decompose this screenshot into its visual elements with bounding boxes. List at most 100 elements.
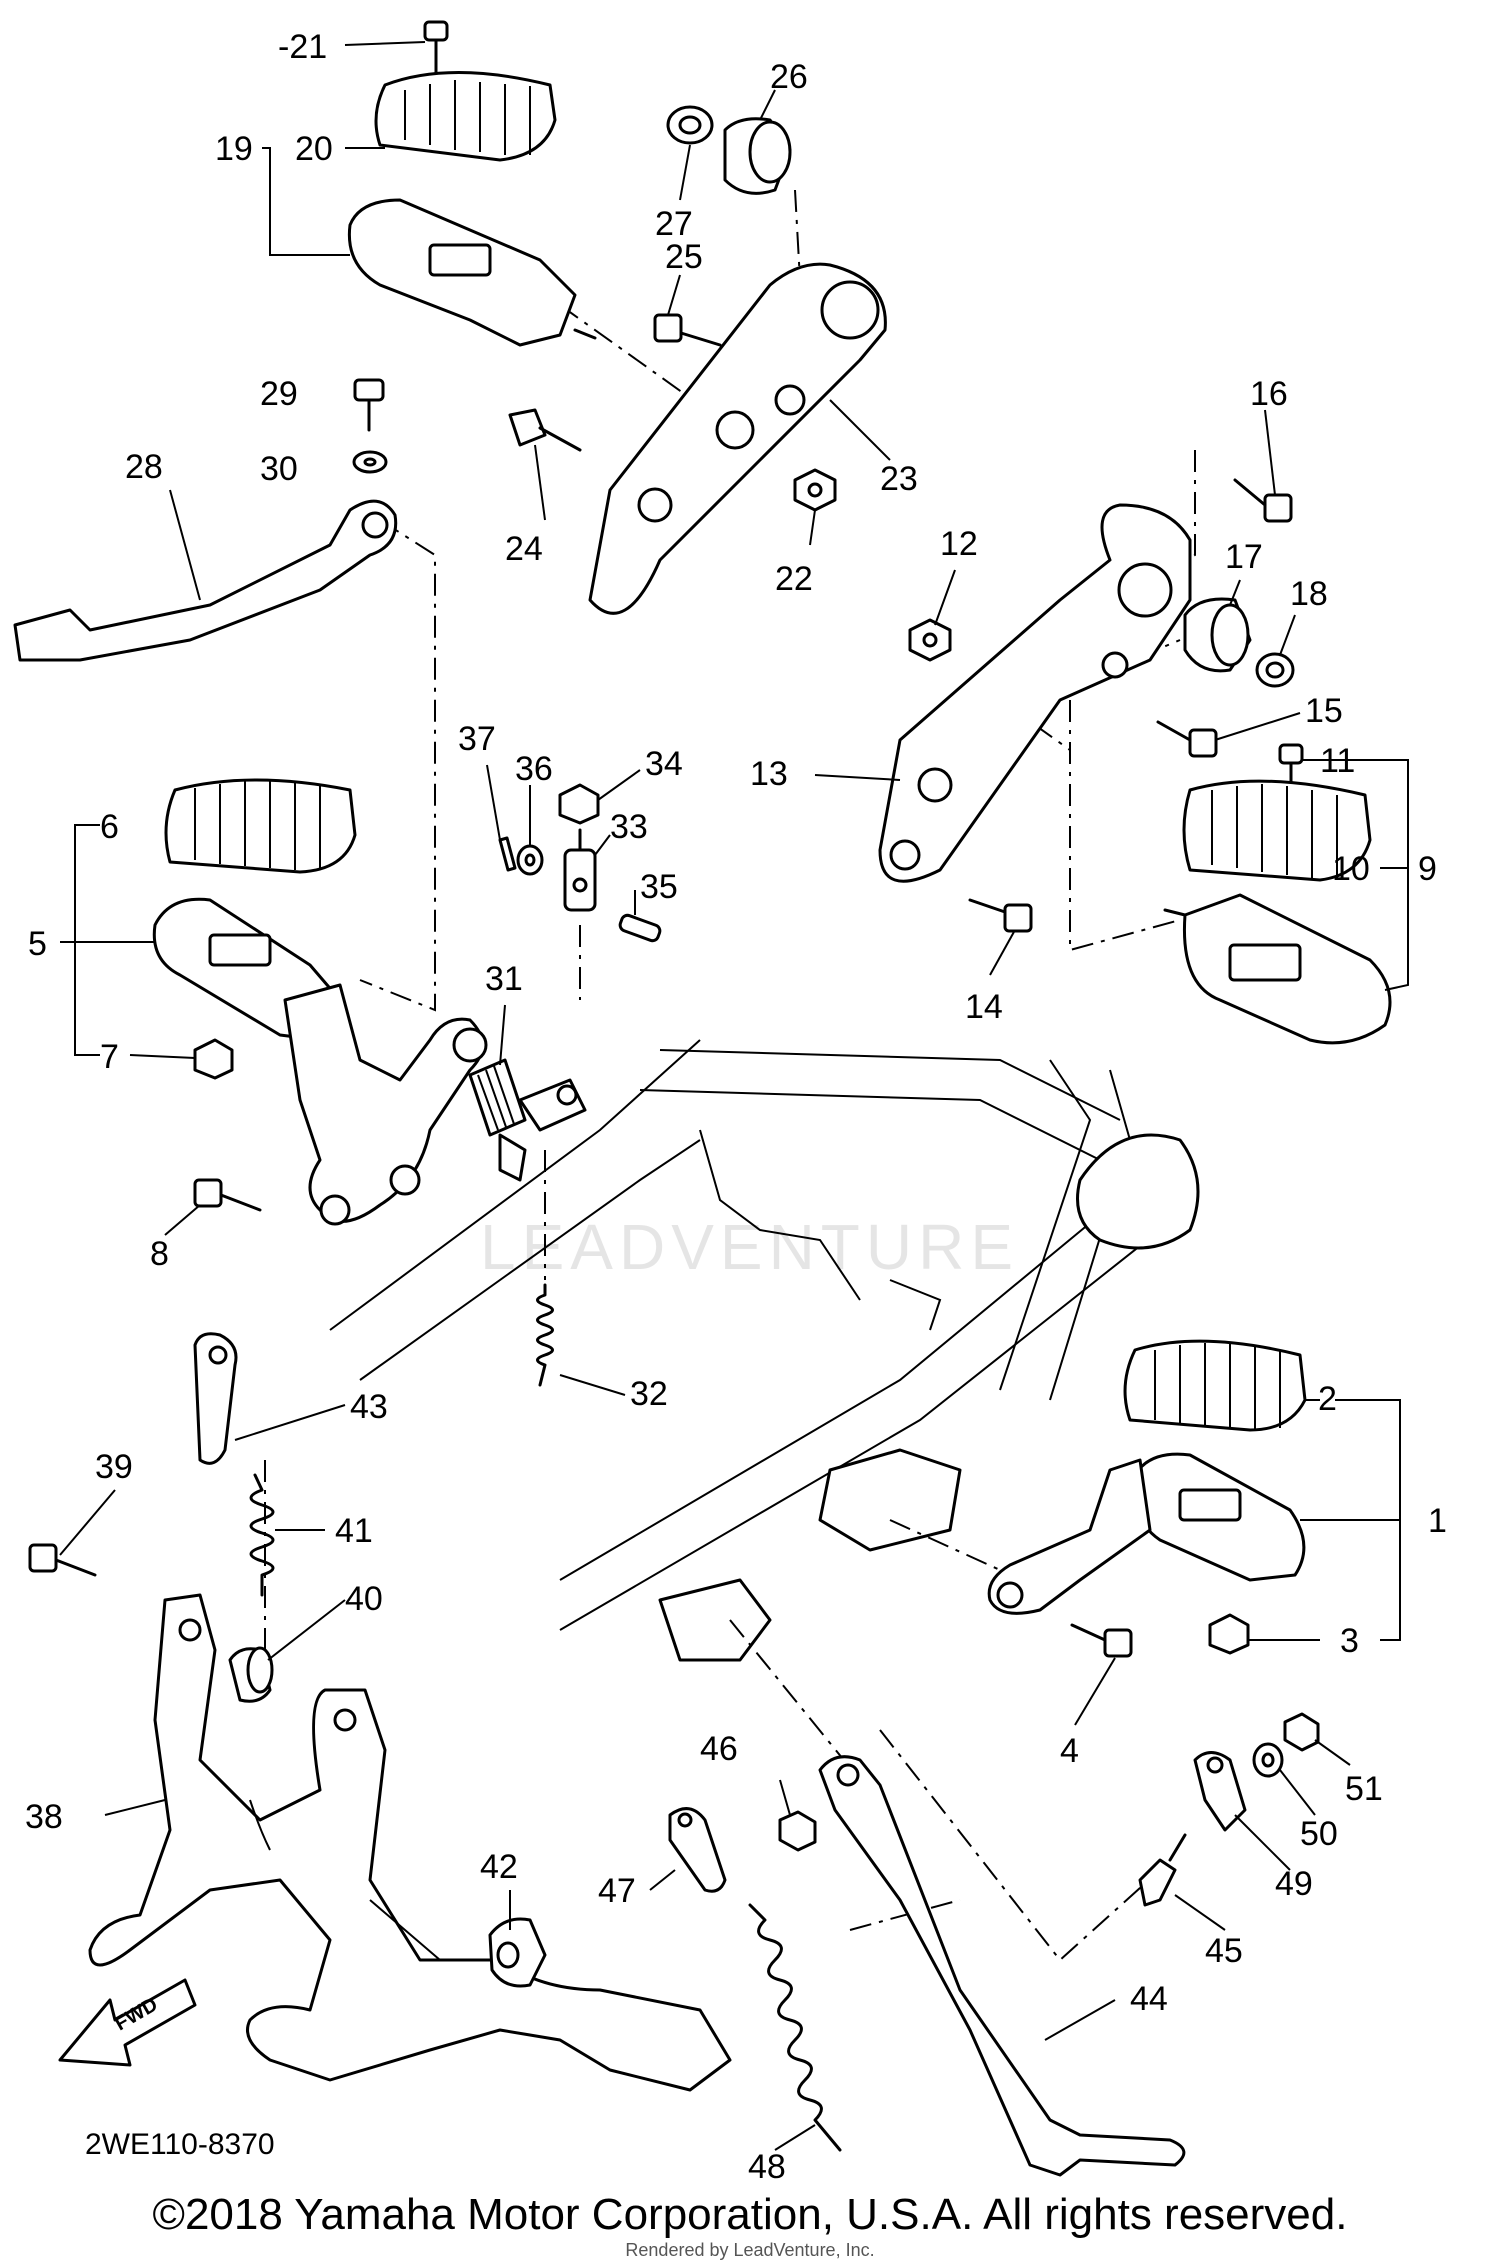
fwd-arrow-icon	[58, 1978, 197, 2067]
bushing-27	[666, 105, 714, 145]
callout-51: 51	[1345, 1770, 1383, 1808]
callout-4: 4	[1060, 1732, 1079, 1770]
callout-22: 22	[775, 560, 813, 598]
bracket-47	[668, 1807, 727, 1893]
bolt-39	[28, 1543, 97, 1577]
footrest-bracket-23	[588, 262, 887, 615]
joint-33	[563, 828, 597, 912]
callout-47: 47	[598, 1872, 636, 1910]
callout-35: 35	[640, 868, 678, 906]
callout-44: 44	[1130, 1980, 1168, 2018]
callout-45: 45	[1205, 1932, 1243, 1970]
washer-50	[1252, 1742, 1284, 1778]
bracket-49	[1193, 1751, 1247, 1832]
spring-32	[536, 1283, 554, 1387]
copyright-text: ©2018 Yamaha Motor Corporation, U.S.A. A…	[152, 2190, 1348, 2239]
rendered-by-text: Rendered by LeadVenture, Inc.	[625, 2240, 875, 2260]
nut-22	[793, 468, 837, 512]
callout-10: 10	[1332, 850, 1370, 888]
callout-30: 30	[260, 450, 298, 488]
callout-5: 5	[28, 925, 47, 963]
callout-15: 15	[1305, 692, 1343, 730]
callout-37: 37	[458, 720, 496, 758]
spring-41	[249, 1473, 275, 1597]
callout-2: 2	[1318, 1380, 1337, 1418]
callout-50: 50	[1300, 1815, 1338, 1853]
diagram-code: 2WE110-8370	[85, 2128, 275, 2161]
collar-40	[228, 1646, 274, 1703]
bushing-18	[1255, 652, 1295, 688]
bolt-25	[653, 313, 722, 347]
bolt-21	[423, 20, 449, 77]
bolt-8	[193, 1178, 262, 1212]
nut-46	[778, 1810, 817, 1852]
callout-14: 14	[965, 988, 1003, 1026]
main-stand-38	[88, 1593, 732, 2092]
side-stand-44	[818, 1755, 1186, 2177]
callout-36: 36	[515, 750, 553, 788]
callout-38: 38	[25, 1798, 63, 1836]
washer-30	[352, 450, 388, 474]
spring-48	[748, 1903, 842, 2152]
callout-18: 18	[1290, 575, 1328, 613]
callout-39: 39	[95, 1448, 133, 1486]
damper-42	[488, 1917, 547, 1988]
bolt-29	[353, 378, 385, 432]
callout-43: 43	[350, 1388, 388, 1426]
callout-48: 48	[748, 2148, 786, 2186]
callout-16: 16	[1250, 375, 1288, 413]
footrest-bracket-13	[878, 503, 1192, 883]
shift-pedal-28	[13, 499, 398, 662]
collar-17	[1183, 597, 1252, 673]
footrest-rubber-20	[374, 71, 557, 162]
callout-34: 34	[645, 745, 683, 783]
nut-7	[193, 1038, 234, 1080]
callout-6: 6	[100, 808, 119, 846]
nut-12	[908, 618, 952, 662]
switch-45	[1138, 1833, 1187, 1907]
callout-7: 7	[100, 1038, 119, 1076]
bolt-24	[508, 408, 582, 452]
pin-35	[618, 913, 662, 943]
leader-lines	[59, 41, 1409, 2151]
nut-3	[1208, 1613, 1250, 1655]
callout-labels: -21 19 20 26 27 25 29 30 28 24 22 23 16 …	[25, 28, 1447, 2186]
footrest-rubber-6	[164, 778, 357, 874]
callout-46: 46	[700, 1730, 738, 1768]
callout-12: 12	[940, 525, 978, 563]
callout-42: 42	[480, 1848, 518, 1886]
callout-26: 26	[770, 58, 808, 96]
callout-19: 19	[215, 130, 253, 168]
callout-25: 25	[665, 238, 703, 276]
callout-24: 24	[505, 530, 543, 568]
callout-9: 9	[1418, 850, 1437, 888]
nut-51	[1283, 1712, 1320, 1752]
nut-34	[558, 783, 600, 825]
callout-32: 32	[630, 1375, 668, 1413]
callout-40: 40	[345, 1580, 383, 1618]
footrest-9	[1163, 893, 1392, 1045]
washer-36	[516, 844, 544, 876]
callout-1: 1	[1428, 1502, 1447, 1540]
footrest-rubber-10	[1182, 779, 1372, 882]
bolt-16	[1233, 478, 1293, 523]
callout-41: 41	[335, 1512, 373, 1550]
cotter-pin-37	[498, 836, 517, 872]
bolt-4	[1070, 1623, 1133, 1658]
callout-31: 31	[485, 960, 523, 998]
watermark: LEADVENTURE	[480, 1211, 1019, 1283]
bolt-15	[1156, 720, 1218, 758]
bracket-43	[193, 1332, 238, 1465]
frame-tubes	[329, 1039, 1200, 1662]
callout-23: 23	[880, 460, 918, 498]
footrest-1	[987, 1452, 1306, 1615]
callout-49: 49	[1275, 1865, 1313, 1903]
callout-27: 27	[655, 205, 693, 243]
callout-3: 3	[1340, 1622, 1359, 1660]
callout-29: 29	[260, 375, 298, 413]
footrest-19	[347, 198, 597, 347]
callout-21: -21	[278, 28, 327, 66]
callout-11: 11	[1320, 742, 1355, 780]
callout-28: 28	[125, 448, 163, 486]
callout-33: 33	[610, 808, 648, 846]
